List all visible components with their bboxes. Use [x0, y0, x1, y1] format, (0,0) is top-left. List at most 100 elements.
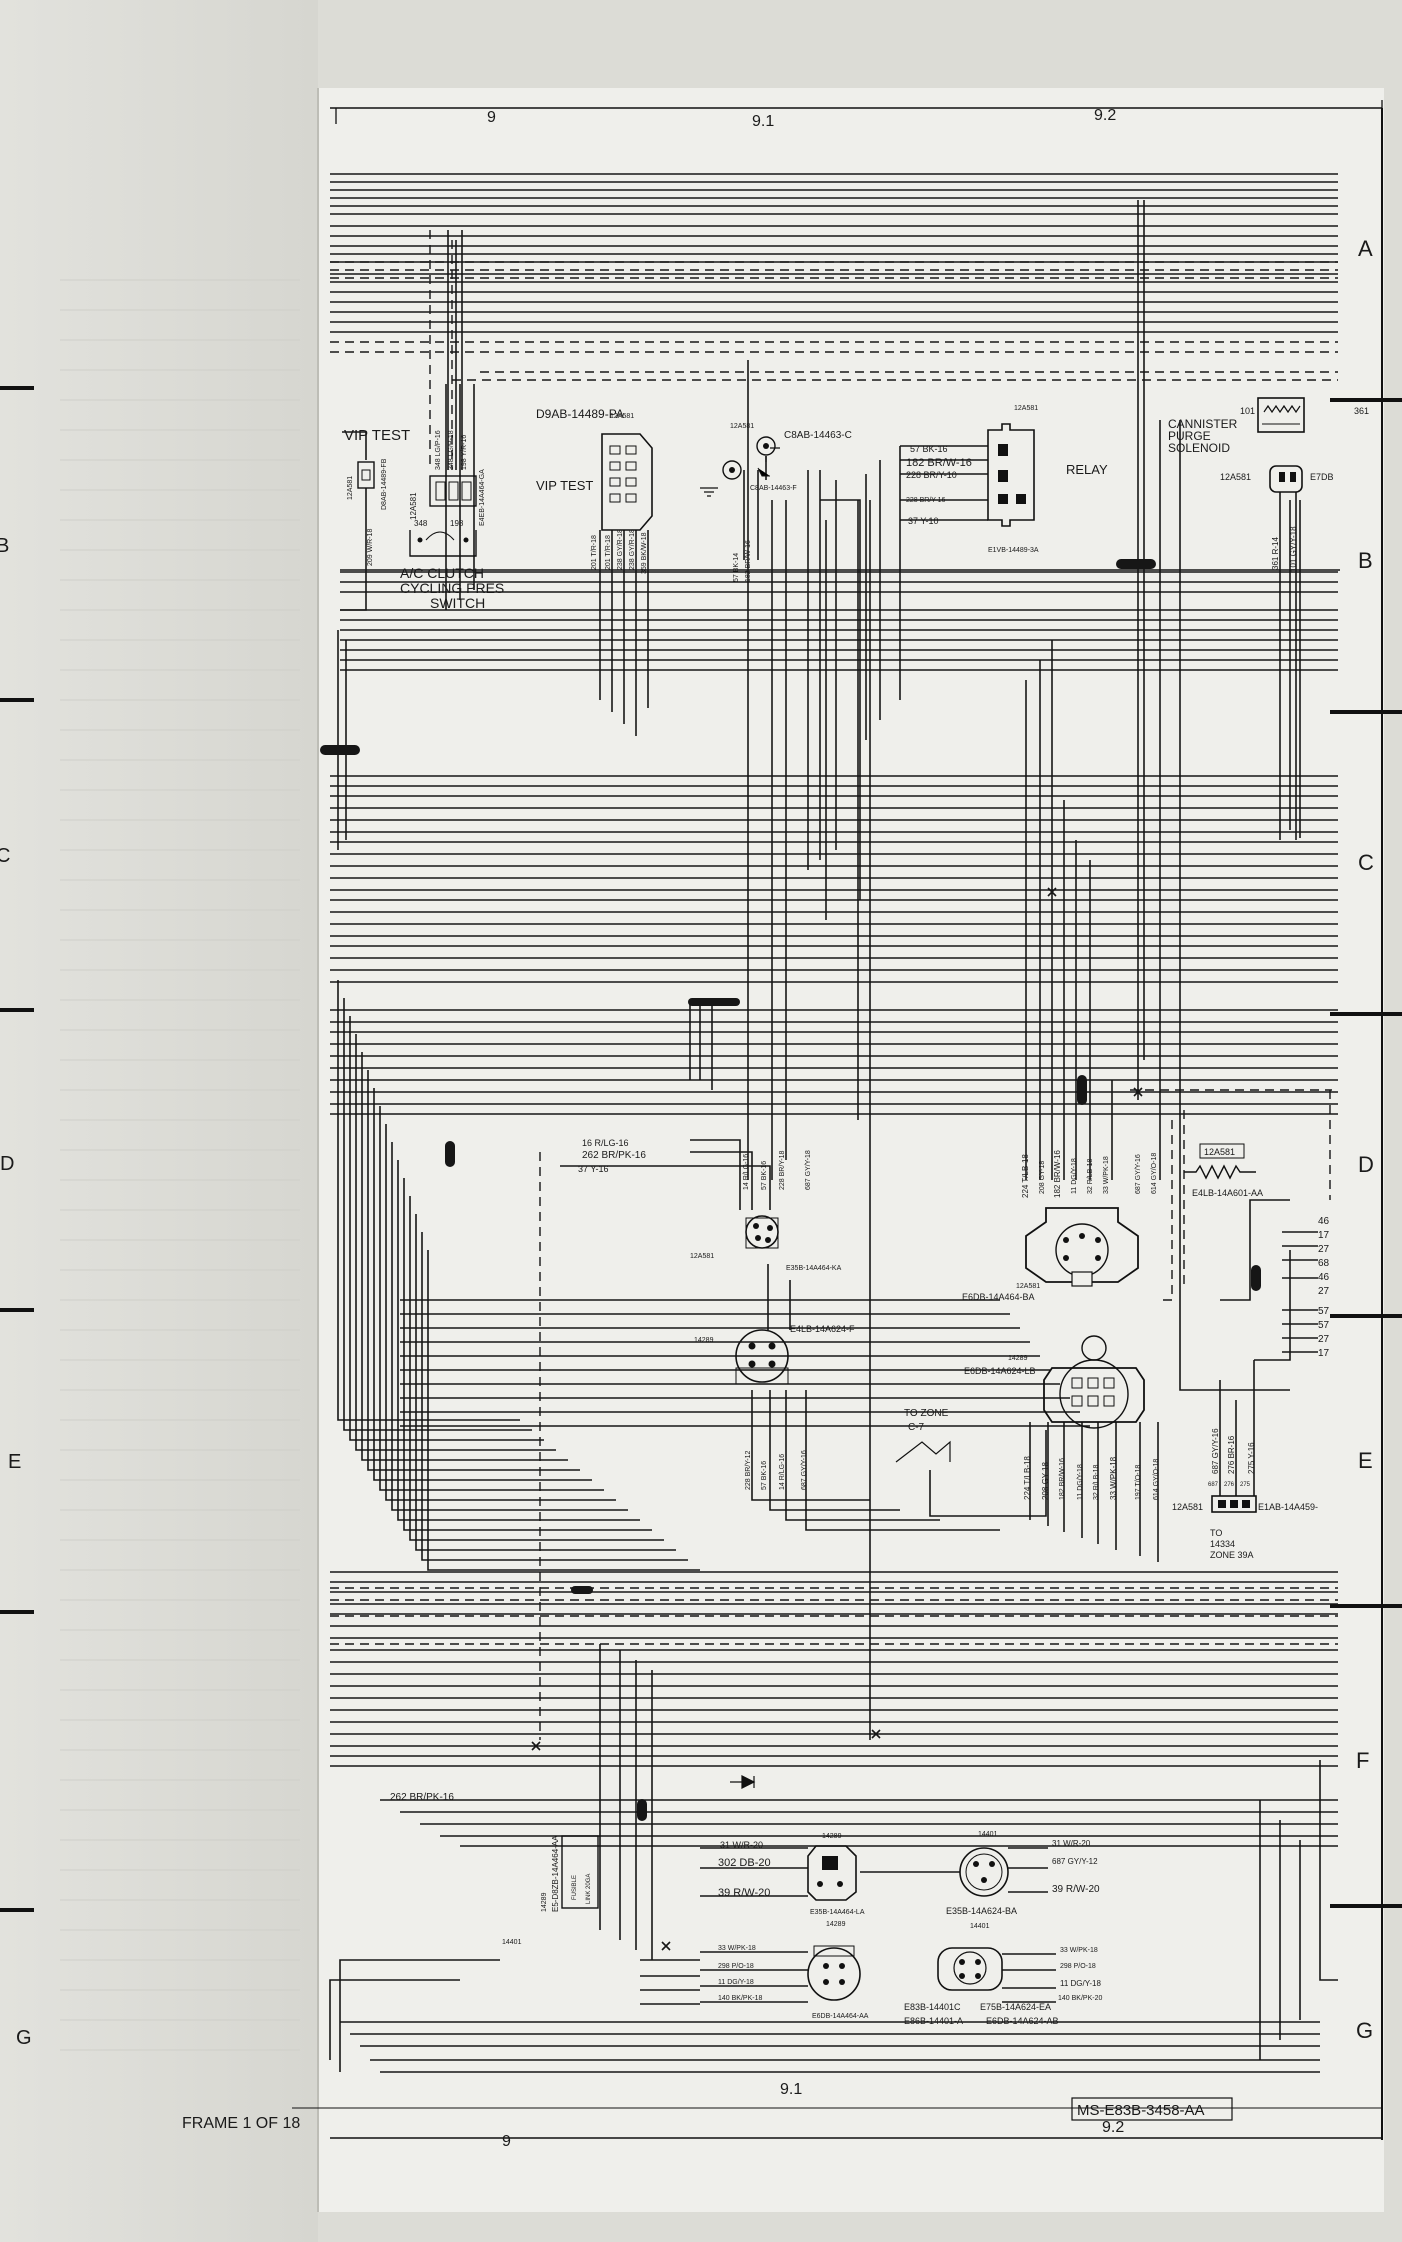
- wire-path: [391, 1142, 628, 1511]
- vip-mid-wire-2: 201 T/R-18: [605, 535, 612, 570]
- e1ab-part: E1AB-14A459-: [1258, 1502, 1318, 1512]
- row-label-left-E: E: [8, 1451, 21, 1473]
- dashed-wire: [1160, 1120, 1173, 1301]
- dashed-wires: [330, 230, 1338, 1740]
- splice-mark: [1251, 1265, 1261, 1291]
- wire-path: [661, 1941, 671, 1951]
- ground-part-top: C8AB-14463-C: [784, 430, 852, 441]
- ec-left-lower-wire-2: 57 BK-16: [761, 1461, 768, 1490]
- ec-ru-wire-1: 224 T/LB-18: [1021, 1154, 1030, 1198]
- wire-path: [785, 1390, 940, 1521]
- ec-ru-wire-8: 614 GY/O-18: [1151, 1153, 1158, 1194]
- row-label-left-D: D: [0, 1153, 14, 1175]
- ac-clutch-cycling-pres-switch: 348 198 A/C CLUTCH CYCLING PRES SWITCH 1…: [400, 430, 504, 611]
- ec-left-down-3: 228 BR/Y-18: [779, 1150, 786, 1190]
- conn-c-part: E6DB-14A464-AA: [812, 2013, 869, 2020]
- ac-wire-3: 198 Y/R-16: [461, 435, 468, 470]
- vip-mid-wire-5: 359 BK/W-18: [641, 532, 648, 574]
- connector-e4lb-14a624-f: 14289 E4LB-14A624-F 228 BR/Y-12 57 BK-16…: [694, 1324, 855, 1490]
- vip-mid-wire-3: 238 GY/R-18: [617, 529, 624, 570]
- splice-mark: [445, 1141, 455, 1167]
- connector-e35b-14a464-ka: 16 R/LG-16 262 BR/PK-16 37 Y-16 14 R/LG-…: [578, 1138, 842, 1272]
- wire-path: [409, 1196, 664, 1541]
- conn-c-wire-2: 298 P/O-18: [718, 1963, 754, 1970]
- cut-num-9: 17: [1318, 1348, 1330, 1359]
- ec-rl-wire-8: 614 GY/O-18: [1153, 1459, 1160, 1500]
- e1ab-pin-3: 275: [1240, 1482, 1251, 1488]
- conn-d-part-4: E6DB-14A624-AB: [986, 2016, 1059, 2026]
- vip-test-left-part: D8AB-14489-FB: [381, 458, 388, 510]
- wire-path: [560, 1165, 771, 1210]
- column-label-bottom-9: 9: [502, 2133, 511, 2150]
- column-label-top-9: 9: [487, 109, 496, 126]
- wire-path: [337, 980, 520, 1421]
- connector-e6db-14a464-ba: 224 T/LB-18 208 GY-18 182 BR/W-16 11 DG/…: [962, 1150, 1158, 1302]
- connector-e6db-14a464-aa: 14289 33 W/PK-18 298 P/O-18 11 DG/Y-18 1…: [718, 1921, 869, 2020]
- conn-a-wire-2: 302 DB-20: [718, 1857, 771, 1869]
- ec-rl-part: E6DB-14A624-LB: [964, 1366, 1036, 1376]
- ec-rl-wire-4: 11 DG/Y-18: [1077, 1464, 1084, 1500]
- e1ab-note-1: TO: [1210, 1528, 1222, 1538]
- canister-connector: 12A581: [1220, 472, 1251, 482]
- conn-c-wire-3: 11 DG/Y-18: [718, 1979, 754, 1986]
- cut-num-1: 17: [1318, 1230, 1330, 1241]
- cut-num-8: 27: [1318, 1334, 1330, 1345]
- vip-mid-title: VIP TEST: [536, 478, 593, 493]
- ac-part: E4EB-14A464-GA: [479, 469, 486, 526]
- conn-c-connector: 14289: [826, 1921, 846, 1928]
- canister-pin-left: 101: [1240, 406, 1255, 416]
- splice-mark: [637, 1799, 647, 1821]
- lower-left-connector: 14401: [502, 1939, 522, 1946]
- ac-wire-1: 348 LG/P-16: [435, 430, 442, 470]
- row-label-left-B: B: [0, 535, 9, 557]
- ec-left-in-1: 16 R/LG-16: [582, 1138, 629, 1148]
- splices: [320, 559, 1261, 1821]
- e1ab-connector: 12A581: [1172, 1502, 1203, 1512]
- cut-num-6: 57: [1318, 1306, 1330, 1317]
- fuse-connector: 14289: [541, 1892, 548, 1912]
- wire-path: [531, 1741, 541, 1751]
- wire-path: [1254, 1250, 1291, 1361]
- ec-ru-wire-6: 33 W/PK-18: [1103, 1156, 1110, 1194]
- canister-pin-right: 361: [1354, 406, 1369, 416]
- e1ab-note-2: 14334: [1210, 1539, 1235, 1549]
- splice-mark: [1116, 559, 1156, 569]
- ec-left-in-3: 37 Y-16: [578, 1164, 609, 1174]
- conn-a-connector: 14289: [822, 1833, 842, 1840]
- fuse-part: E5-D8ZB-14A464-AA: [551, 1835, 560, 1912]
- fusible-link-block: 14289 E5-D8ZB-14A464-AA FUSIBLE LINK 20G…: [390, 1775, 756, 1912]
- ec-ru-wire-3: 182 BR/W-16: [1053, 1150, 1062, 1198]
- wire-path: [415, 1214, 676, 1551]
- relay-wire-4: 228 BR/Y-16: [906, 497, 946, 504]
- ec-rl-wire-1: 224 T/LB-18: [1023, 1456, 1032, 1500]
- ground-part-bottom: C8AB-14463-F: [750, 485, 797, 492]
- ac-connector: 12A581: [409, 492, 418, 520]
- row-label-left-C: C: [0, 845, 10, 867]
- splice-mark: [688, 998, 740, 1006]
- ec-rl-wire-5: 32 R/LB-18: [1093, 1464, 1100, 1500]
- fuse-wire: 262 BR/PK-16: [390, 1792, 454, 1803]
- wire-path: [1047, 887, 1057, 897]
- canister-part: E7DB: [1310, 472, 1334, 482]
- conn-c-wire-4: 140 BK/PK-18: [718, 1995, 762, 2002]
- ac-title-3: SWITCH: [430, 595, 485, 611]
- column-label-top-9-1: 9.1: [752, 113, 774, 130]
- ec-rl-connector: 14289: [1008, 1355, 1028, 1362]
- connector-e35b-14a464-la: 31 W/R-20 302 DB-20 39 R/W-20 14289 E35B…: [718, 1833, 865, 1916]
- to-zone-line-1: TO ZONE: [904, 1408, 949, 1419]
- splice-mark: [320, 745, 360, 755]
- wire-path: [751, 1390, 870, 1501]
- diagram-sheet: [318, 88, 1384, 2212]
- resistor-e4lb-14a601-aa: 12A581 E4LB-14A601-AA: [1184, 1143, 1263, 1198]
- wire-path: [1319, 1760, 1338, 1981]
- e1ab-pin-1: 687: [1208, 1482, 1219, 1488]
- conn-d-part-3: E75B-14A624-EA: [980, 2002, 1051, 2012]
- ec-ru-part: E6DB-14A464-BA: [962, 1292, 1035, 1302]
- conn-b-part: E35B-14A624-BA: [946, 1906, 1017, 1916]
- ec-left-lower-wire-3: 14 R/LG-16: [779, 1454, 786, 1490]
- wire-bundle: [329, 173, 1340, 2073]
- ec-left-lower-wire-4: 687 GY/Y-16: [801, 1450, 808, 1490]
- frame-border: [292, 107, 1383, 2140]
- vip-test-mid: D9AB-14489-PA 12A581 VIP TEST 201 T/R-18…: [536, 407, 653, 574]
